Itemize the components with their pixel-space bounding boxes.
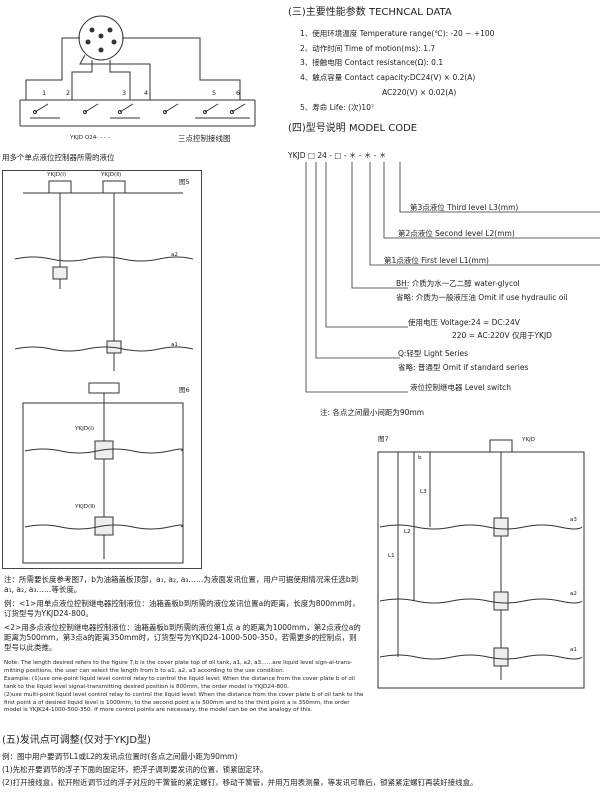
fig6-label: 图6 bbox=[179, 386, 190, 394]
model-code-heading: (四)型号说明 MODEL CODE bbox=[288, 123, 418, 134]
note-zh-2: 例：<1>用单点液位控制继电器控制液位：油箱盖板b到所需的液位发讯位置a的距离，… bbox=[4, 599, 360, 619]
spec-item: 1、使用环境温度 Temperature range(℃): -20 ~ +10… bbox=[300, 29, 495, 38]
note-zh-1: 注：所需要长度参考图7，b为油箱盖板顶部，a₁, a₂, a₃……为液面发讯位置… bbox=[4, 575, 359, 595]
note-en-3: (2)use multi-point liquid level control … bbox=[4, 692, 364, 714]
model-code-label: BH: 介质为水一乙二醇 water-glycol bbox=[396, 279, 520, 288]
note-zh-3: <2>用多点液位控制继电器控制液位：油箱盖板b到所需的液位第1点 a 的距离为1… bbox=[4, 623, 361, 653]
note-en-1: Note: The length desired refers to the f… bbox=[4, 660, 353, 674]
wiring-terminal: 4 bbox=[144, 89, 149, 97]
fig5-a1: a1 bbox=[171, 342, 178, 348]
wiring-terminal: 1 bbox=[42, 89, 47, 97]
spec-item: 2、动作时间 Time of motion(ms): 1.7 bbox=[300, 44, 436, 53]
model-code-leaders bbox=[305, 162, 600, 393]
model-code-label: 使用电压 Voltage:24 = DC:24V bbox=[408, 318, 520, 327]
figure-7-svg bbox=[377, 439, 585, 689]
fig5-head1: YKJD(Ⅰ) bbox=[47, 172, 67, 178]
wiring-terminal: 5 bbox=[212, 89, 217, 97]
fig5-head2: YKJD(Ⅱ) bbox=[101, 172, 122, 178]
wiring-terminal: 2 bbox=[66, 89, 71, 97]
spec-item: AC220(V) × 0.02(A) bbox=[382, 88, 457, 97]
fig7-l2: L2 bbox=[404, 529, 411, 535]
wiring-terminal: 6 bbox=[236, 89, 241, 97]
model-code-label: 220 = AC:220V 仅用于YKJD bbox=[452, 331, 552, 340]
fig7-l1: L1 bbox=[388, 553, 395, 559]
wiring-caption: 三点控制接线图 bbox=[178, 134, 231, 143]
fig5-a2: a2 bbox=[171, 252, 178, 258]
fig7-label: 图7 bbox=[378, 435, 389, 443]
spec-item: 5、寿命 Life: (次)10⁷ bbox=[300, 103, 374, 112]
figure-7: 图7 YKJD b L1 L2 L3 a3 a2 a1 bbox=[370, 430, 592, 692]
fig7-a1: a1 bbox=[570, 647, 577, 653]
left-title: 用多个单点液位控制器所需的液位 bbox=[2, 153, 115, 162]
spec-item: 4、触点容量 Contact capacity:DC24(V) × 0.2(A) bbox=[300, 73, 476, 82]
fig7-a2: a2 bbox=[570, 591, 577, 597]
fig5-label: 图5 bbox=[179, 178, 190, 186]
fig7-l3: L3 bbox=[420, 489, 427, 495]
model-code-note: 注: 各点之间最小间距为90mm bbox=[320, 408, 425, 417]
adjust-heading: (五)发讯点可调整(仅对于YKJD型) bbox=[2, 735, 151, 746]
spec-item: 3、接触电阻 Contact resistance(Ω): 0.1 bbox=[300, 58, 444, 67]
figure-5-svg bbox=[14, 180, 194, 564]
fig7-head: YKJD bbox=[522, 437, 536, 443]
model-code-label: 省略: 普通型 Omit if standard series bbox=[398, 363, 529, 372]
figure-5: YKJD(Ⅰ) YKJD(Ⅱ) 图5 a2 a1 图6 YKJD(Ⅰ) YKJD… bbox=[2, 170, 202, 569]
fig6-head2: YKJD(Ⅱ) bbox=[75, 504, 96, 510]
specs-heading: (三)主要性能参数 TECHNCAL DATA bbox=[288, 7, 452, 18]
model-code-label: 第1点液位 First level L1(mm) bbox=[384, 256, 489, 265]
fig6-head1: YKJD(Ⅰ) bbox=[75, 426, 95, 432]
wiring-model: YKJD Q24- - - - bbox=[70, 135, 110, 141]
fig7-a3: a3 bbox=[570, 517, 577, 523]
model-code-string: YKJD □ 24 - □ - ＊ - ＊ - ＊ bbox=[288, 151, 387, 160]
model-code-section: (四)型号说明 MODEL CODE YKJD □ 24 - □ - ＊ - ＊… bbox=[288, 120, 600, 425]
note-en-2: Example: (1)use one-point liquid level c… bbox=[4, 676, 355, 690]
adjust-line-3: (2)打开接线盒，松开附近调节过的浮子对应的干簧管的紧定螺钉，移动干簧管，并用万… bbox=[2, 778, 478, 787]
wiring-svg bbox=[19, 15, 256, 127]
model-code-label: 第2点液位 Second level L2(mm) bbox=[398, 229, 515, 238]
wiring-terminal: 3 bbox=[122, 89, 127, 97]
model-code-label: Q:轻型 Light Series bbox=[398, 349, 468, 358]
model-code-label: 省略: 介质为一般液压油 Omit if use hydraulic oil bbox=[396, 293, 568, 302]
model-code-label: 液位控制继电器 Level switch bbox=[410, 383, 512, 392]
fig7-b: b bbox=[418, 455, 422, 461]
specs-section: (三)主要性能参数 TECHNCAL DATA 1、使用环境温度 Tempera… bbox=[288, 0, 600, 120]
model-code-label: 第3点液位 Third level L3(mm) bbox=[410, 203, 519, 212]
wiring-diagram: 1 2 3 4 5 6 YKJD Q24- - - - 三点控制接线图 bbox=[0, 0, 280, 150]
adjust-line-1: 例：图中用户要调节L1或L2的发讯点位置时(各点之间最小距为90mm) bbox=[2, 752, 238, 761]
adjust-line-2: (1)先松开要调节的浮子下面的固定环，把浮子调到要发讯的位置，锁紧固定环。 bbox=[2, 765, 268, 774]
